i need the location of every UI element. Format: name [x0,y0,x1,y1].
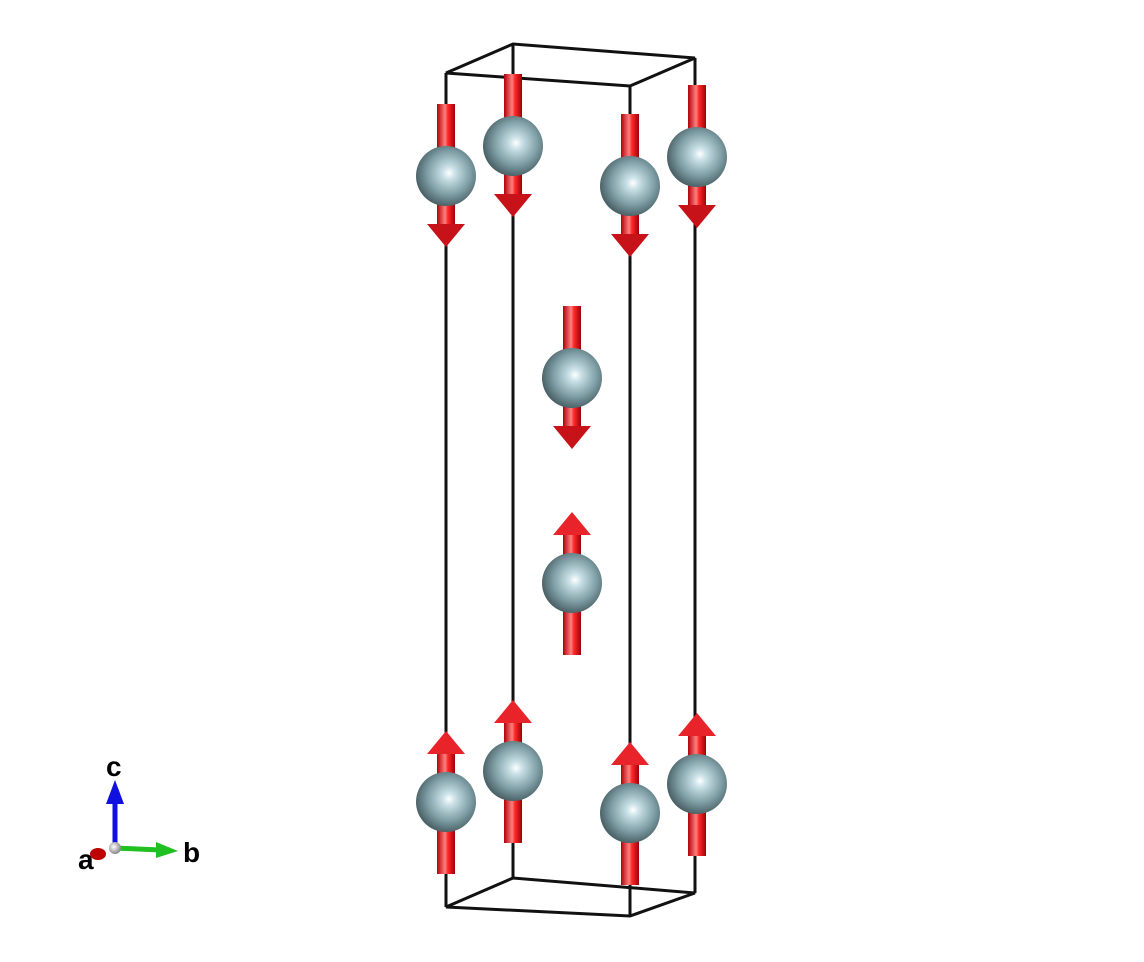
spin-arrow-head [494,194,532,217]
axis-origin [109,842,121,854]
c-axis-label: c [106,751,122,782]
b-axis-head [156,842,178,858]
atom-sphere [416,146,476,206]
spin-arrow-head [611,234,649,257]
atom-sphere [542,348,602,408]
a-axis-arrow [90,848,106,860]
spin-arrow-head [427,224,465,247]
spin-arrow-head [494,700,532,723]
spin-arrow-head [553,426,591,449]
atom-down-spin [667,85,727,228]
spin-arrow-head [678,713,716,736]
axis-indicator: c b a [78,751,200,875]
atom-up-spin [667,713,727,856]
c-axis-head [106,780,124,804]
spin-arrow-head [611,742,649,765]
atom-up-spin [542,512,602,655]
cell-bottom-face [445,876,696,918]
atom-down-spin [600,114,660,257]
cell-top-face [445,42,696,88]
atom-sphere [483,116,543,176]
b-axis-label: b [183,837,200,868]
atom-sphere [667,754,727,814]
atom-down-spin [416,104,476,247]
atom-sphere [483,741,543,801]
b-axis-arrow [114,845,161,853]
a-axis-label: a [78,844,94,875]
atom-up-spin [600,742,660,885]
spin-arrow-head [427,731,465,754]
atom-sphere [600,783,660,843]
atom-sphere [667,127,727,187]
atom-up-spin [483,700,543,843]
atom-down-spin [542,306,602,449]
spin-arrow-head [678,205,716,228]
atom-sphere [416,772,476,832]
atom-down-spin [483,74,543,217]
spin-arrow-head [553,512,591,535]
atom-up-spin [416,731,476,874]
atom-sphere [542,553,602,613]
atom-sphere [600,156,660,216]
